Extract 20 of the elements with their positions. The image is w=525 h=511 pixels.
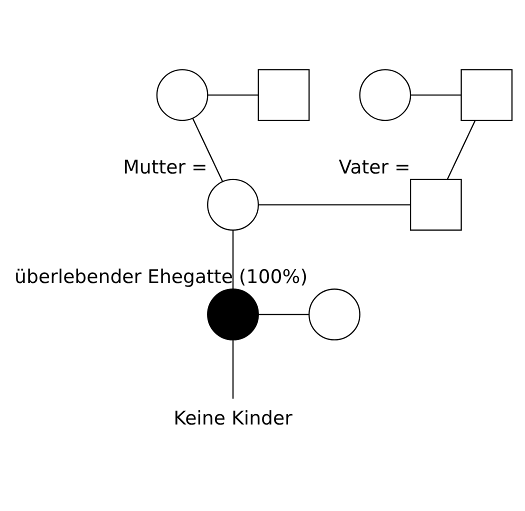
node-circle bbox=[207, 288, 259, 340]
connector bbox=[258, 314, 309, 316]
node-label: überlebender Ehegatte (100%) bbox=[14, 266, 308, 288]
node-circle bbox=[207, 178, 259, 231]
node-circle bbox=[156, 69, 208, 122]
connector bbox=[446, 120, 476, 180]
connector bbox=[232, 340, 234, 399]
connector bbox=[258, 204, 410, 206]
node-box bbox=[410, 178, 462, 231]
connector bbox=[208, 94, 258, 96]
node-box bbox=[258, 69, 310, 122]
node-label: Vater = bbox=[338, 156, 410, 178]
connector bbox=[192, 118, 224, 182]
node-text: Keine Kinder bbox=[174, 408, 292, 430]
node-label: Mutter = bbox=[123, 156, 208, 178]
node-box bbox=[460, 69, 513, 122]
node-circle bbox=[308, 288, 360, 340]
node-circle bbox=[359, 69, 412, 122]
connector bbox=[232, 230, 234, 290]
connector bbox=[410, 94, 462, 96]
